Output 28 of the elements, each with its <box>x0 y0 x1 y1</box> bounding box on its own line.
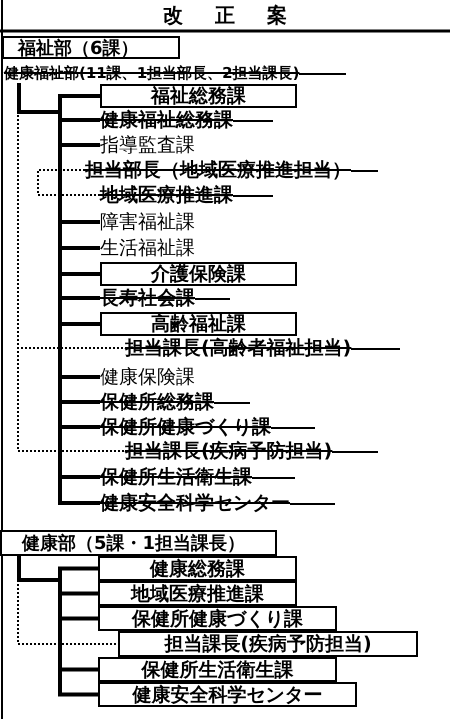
struck-unit-label: 担当部長（地域医療推進担当） <box>85 159 378 181</box>
dotted-connector <box>37 169 100 196</box>
unit-box: 福祉部（6課） <box>2 36 180 59</box>
struck-unit-label: 健康福祉総務課 <box>100 109 273 131</box>
unit-box: 福祉総務課 <box>100 84 297 108</box>
unit-box: 担当課長(疾病予防担当) <box>118 631 418 657</box>
struck-unit-label: 長寿社会課 <box>100 287 230 309</box>
struck-unit-label: 保健所生活衛生課 <box>100 466 295 488</box>
unit-box: 健康総務課 <box>98 556 297 581</box>
struck-unit-label: 地域医療推進課 <box>100 184 273 206</box>
title: 改正案 <box>162 2 320 29</box>
unit-label: 指導監査課 <box>100 134 210 156</box>
struck-unit-label: 健康安全科学センター <box>100 492 335 514</box>
unit-box: 高齢福祉課 <box>100 312 297 336</box>
struck-unit-label: 担当課長(疾病予防担当) <box>125 440 378 462</box>
unit-box: 保健所生活衛生課 <box>98 657 337 682</box>
unit-box: 介護保険課 <box>100 262 297 286</box>
unit-box: 地域医療推進課 <box>98 581 297 606</box>
unit-box: 保健所健康づくり課 <box>98 606 337 631</box>
unit-label: 障害福祉課 <box>100 211 210 233</box>
unit-box: 健康部（5課・1担当課長） <box>0 530 277 556</box>
struck-unit-label: 担当課長(高齢者福祉担当) <box>125 337 400 359</box>
unit-label: 生活福祉課 <box>100 237 210 259</box>
unit-box: 健康安全科学センター <box>98 682 357 707</box>
struck-unit-label: 保健所総務課 <box>100 391 250 413</box>
struck-unit-label: 健康福祉部(11課、1担当部長、2担当課長) <box>4 63 346 83</box>
struck-unit-label: 保健所健康づくり課 <box>100 416 315 438</box>
unit-label: 健康保険課 <box>100 366 210 388</box>
